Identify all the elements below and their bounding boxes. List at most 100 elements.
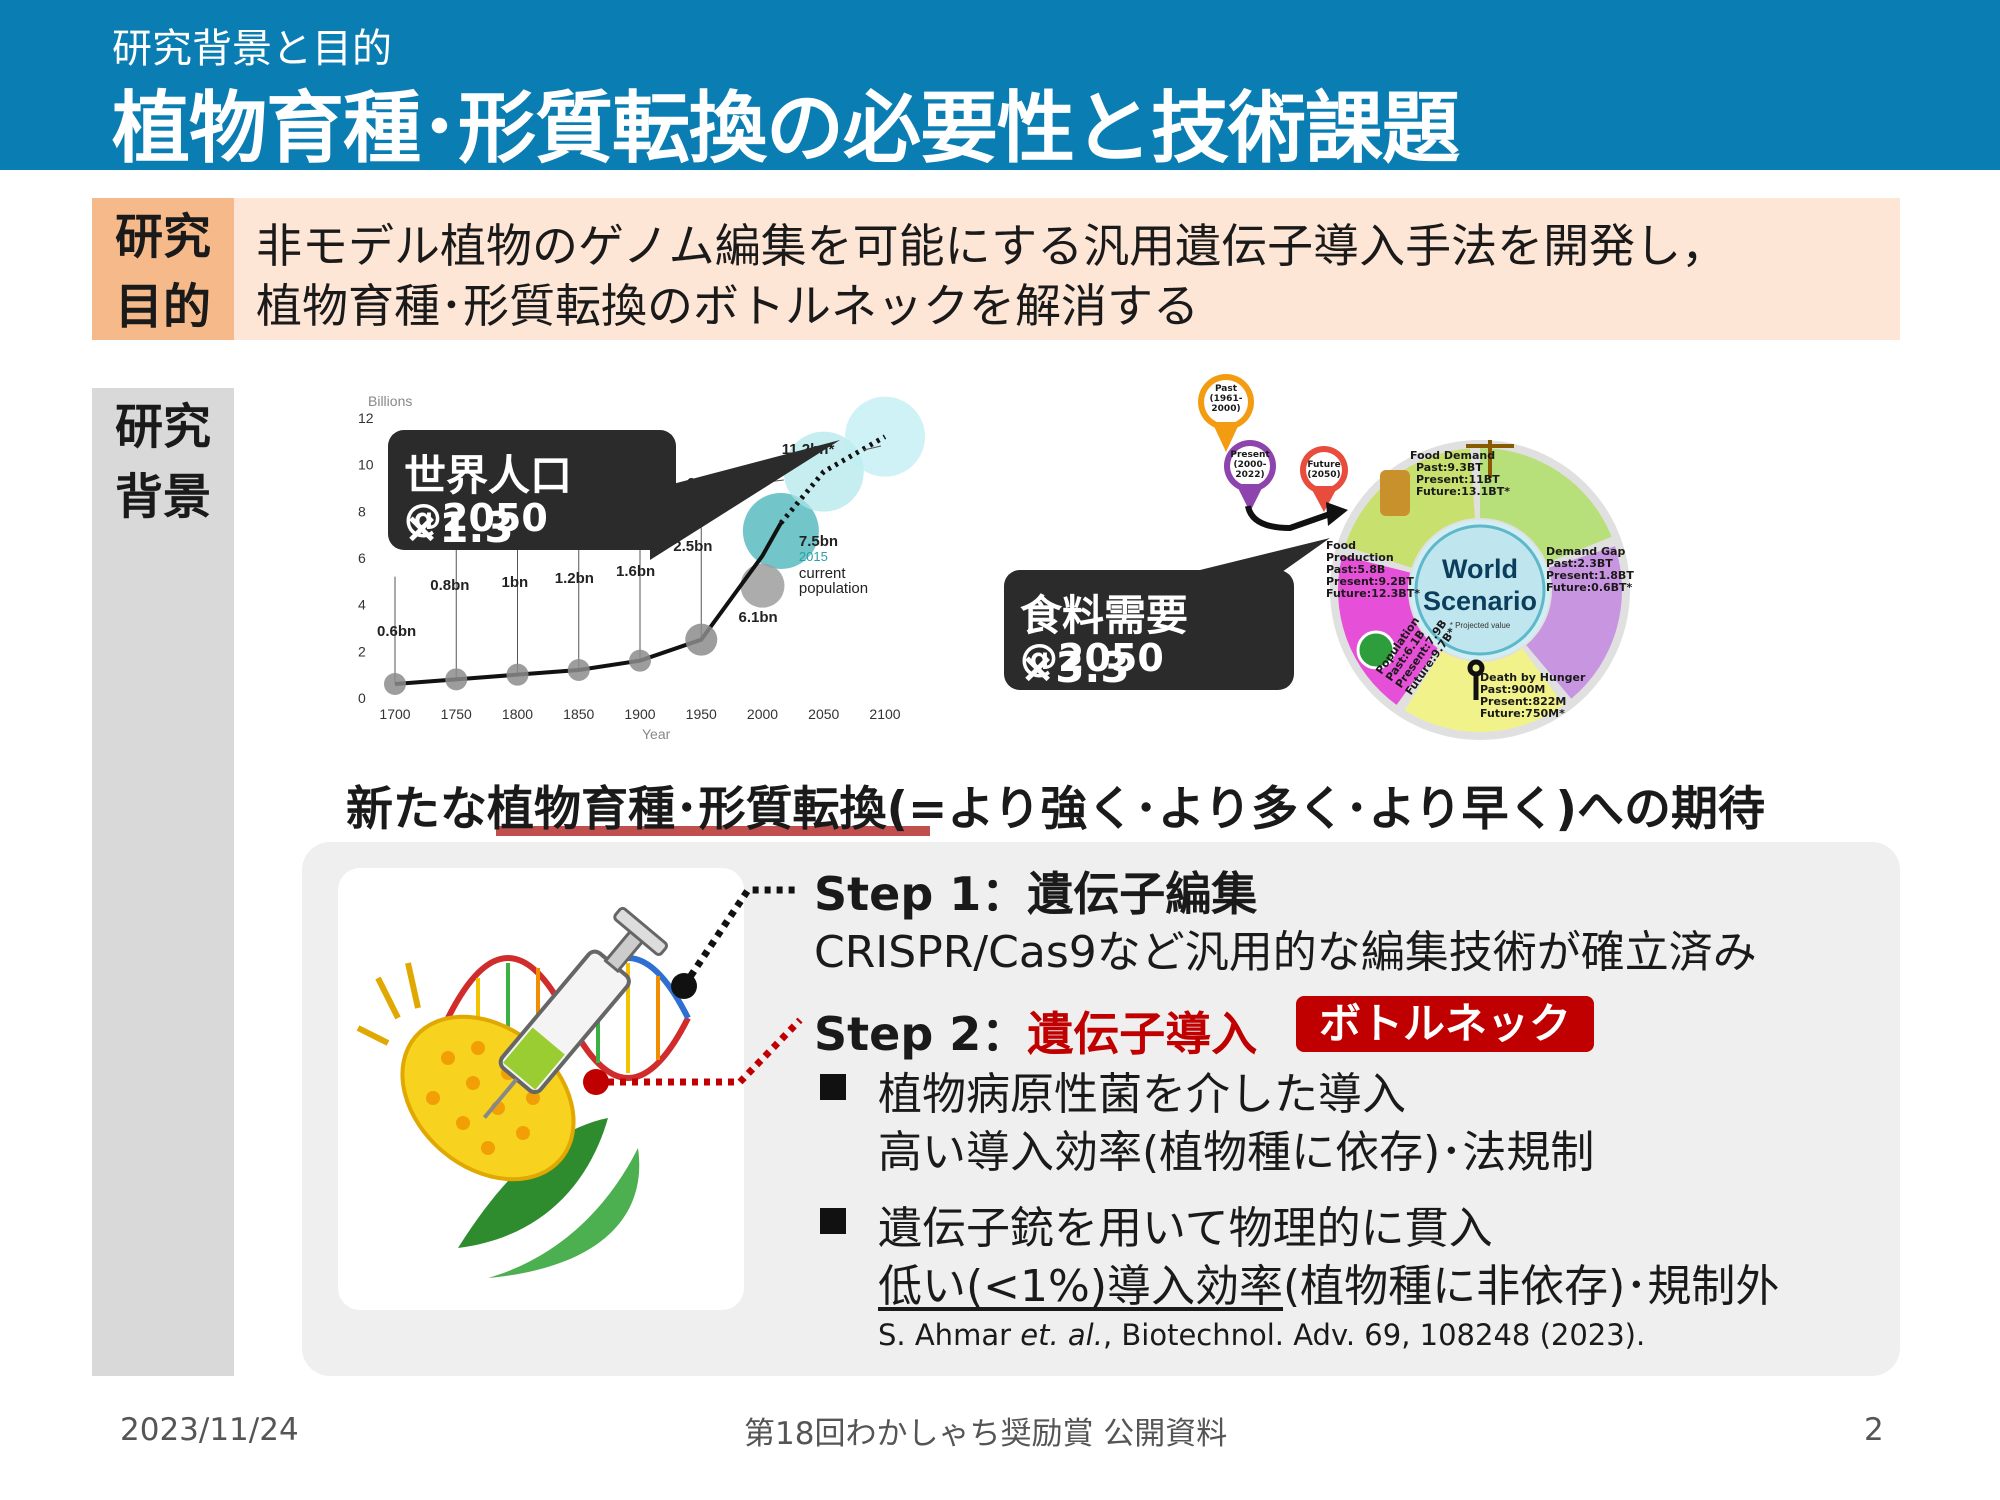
food-demand-text: Food Demand Past:9.3BT Present:11BT Futu… (1410, 450, 1510, 498)
prod-present: Present:9.2BT (1326, 575, 1414, 588)
syringe-icon (482, 906, 668, 1119)
purpose-line1: 非モデル植物のゲノム編集を可能にする汎用遺伝子導入手法を開発し， (256, 219, 1728, 273)
x-tick-label: 1850 (563, 706, 594, 722)
data-point (445, 668, 468, 691)
data-points (384, 623, 718, 695)
purpose-box: 非モデル植物のゲノム編集を可能にする汎用遺伝子導入手法を開発し， 植物育種･形質… (234, 198, 1900, 340)
x-tick-label: 1750 (441, 706, 472, 722)
value-label: 0.6bn (377, 623, 416, 640)
demand-gap-title: Demand Gap (1546, 545, 1626, 558)
wheel-center-line2: Scenario (1423, 586, 1537, 616)
wheel-segment (1480, 448, 1612, 564)
prod-past: Past:5.8B (1326, 563, 1386, 576)
page-number: 2 (1864, 1412, 1884, 1448)
population-callout-line1: 世界人口×1.3 (404, 451, 573, 552)
y-tick-label: 4 (358, 597, 366, 613)
value-label: population (799, 580, 868, 597)
slide-subtitle: 研究背景と目的 (112, 26, 392, 72)
death-present: Present:822M (1480, 695, 1567, 708)
wheel-center-note: * Projected value (1450, 621, 1511, 630)
purpose-label-line2: 目的 (114, 279, 211, 335)
timeline-arrow (1245, 505, 1331, 532)
wheel-segment (1338, 555, 1438, 705)
y-tick-label: 2 (358, 643, 366, 659)
bullet1-line1: 植物病原性菌を介した導入 (878, 1069, 1406, 1120)
background-label-line1: 研究 (114, 399, 211, 455)
citation-journal: , Biotechnol. Adv. 69, 108248 (2023). (1102, 1318, 1646, 1352)
pin-future-text: Future (2050) (1304, 460, 1344, 480)
bullet2-underlined: 低い(<1%)導入効率 (878, 1261, 1284, 1312)
projection-circle (740, 563, 785, 608)
x-axis-label: Year (642, 726, 671, 742)
x-tick-label: 1900 (624, 706, 655, 722)
value-label: 7.5bn (799, 533, 838, 550)
food-demand-past: Past:9.3BT (1416, 461, 1483, 474)
prod-future: Future:12.3BT* (1326, 587, 1420, 600)
step1-title: Step 1：遺伝子編集 (814, 867, 1258, 921)
footer-event: 第18回わかしゃち奨励賞 公開資料 (744, 1416, 1228, 1452)
x-tick-label: 1950 (686, 706, 717, 722)
timeline-arrow-head (1326, 502, 1348, 526)
x-tick-label: 2000 (747, 706, 778, 722)
expectation-text: 新たな植物育種･形質転換(=より強く･より多く･より早く)への期待 (346, 782, 1766, 837)
bullet2-line1: 遺伝子銃を用いて物理的に貫入 (878, 1203, 1493, 1254)
value-label: 1.2bn (555, 570, 594, 587)
x-tick-label: 1700 (379, 706, 410, 722)
wheel-segment (1526, 546, 1622, 699)
illustration-box (338, 868, 744, 1310)
bullet-square-icon (820, 1074, 846, 1100)
pin-present (1224, 440, 1276, 512)
food-demand-future: Future:13.1BT* (1416, 485, 1510, 498)
prod-title2: Production (1326, 551, 1394, 564)
pin-past-text: Past (1961- 2000) (1206, 384, 1246, 414)
globe-icon (1356, 630, 1396, 670)
pin-future-line2: (2050) (1307, 470, 1341, 480)
pin-future (1300, 446, 1348, 512)
pin-past (1198, 374, 1254, 452)
wheel-center-line1: World (1442, 554, 1518, 584)
header-bar (0, 0, 2000, 170)
food-demand-present: Present:11BT (1416, 473, 1500, 486)
pin-future-line1: Future (1307, 460, 1341, 470)
population-callout-pointer (650, 440, 840, 560)
footer-date: 2023/11/24 (120, 1412, 299, 1448)
x-tick-label: 1800 (502, 706, 533, 722)
pin-present-line3: 2022) (1235, 470, 1265, 480)
slide-title: 植物育種･形質転換の必要性と技術課題 (112, 84, 1460, 174)
death-title: Death by Hunger (1480, 671, 1586, 684)
value-label: current (799, 565, 847, 582)
value-label: 1bn (502, 574, 529, 591)
wheat-icon (1380, 470, 1410, 516)
x-tick-label: 2100 (869, 706, 900, 722)
food-demand-title: Food Demand (1410, 449, 1496, 462)
corn-syringe-illustration (356, 906, 691, 1278)
label-leader (863, 445, 882, 451)
y-tick-label: 6 (358, 550, 366, 566)
y-tick-label: 8 (358, 503, 366, 519)
data-point (629, 649, 651, 672)
chart-unit-label: Billions (368, 393, 412, 409)
death-by-hunger-text: Death by Hunger Past:900M Present:822M F… (1480, 672, 1585, 720)
projection-line (778, 434, 887, 525)
person-icon (1467, 659, 1485, 700)
projection-circle (742, 493, 819, 569)
prod-title1: Food (1326, 539, 1357, 552)
wheel-segment (1404, 648, 1564, 732)
population-callout: 世界人口×1.3 @2050 (388, 430, 676, 552)
step2-title: Step 2：遺伝子導入 (814, 998, 1257, 1064)
y-tick-label: 0 (358, 690, 366, 706)
demand-gap-present: Present:1.8BT (1546, 569, 1634, 582)
population-callout-line2: @2050 (404, 496, 548, 540)
value-label: 1.6bn (616, 563, 655, 580)
scale-icon (1466, 440, 1514, 478)
pin-present-text: Present (2000- 2022) (1230, 450, 1270, 480)
pin-present-line2: (2000- (1233, 460, 1267, 470)
food-callout: 食料需要×3.3 @2050 (1004, 570, 1294, 692)
death-past: Past:900M (1480, 683, 1546, 696)
step1-description: CRISPR/Cas9など汎用的な編集技術が確立済み (814, 927, 1757, 978)
step2-red: 遺伝子導入 (1027, 1007, 1258, 1061)
step2-prefix: Step 2： (814, 1007, 1028, 1061)
y-tick-label: 12 (358, 410, 374, 426)
